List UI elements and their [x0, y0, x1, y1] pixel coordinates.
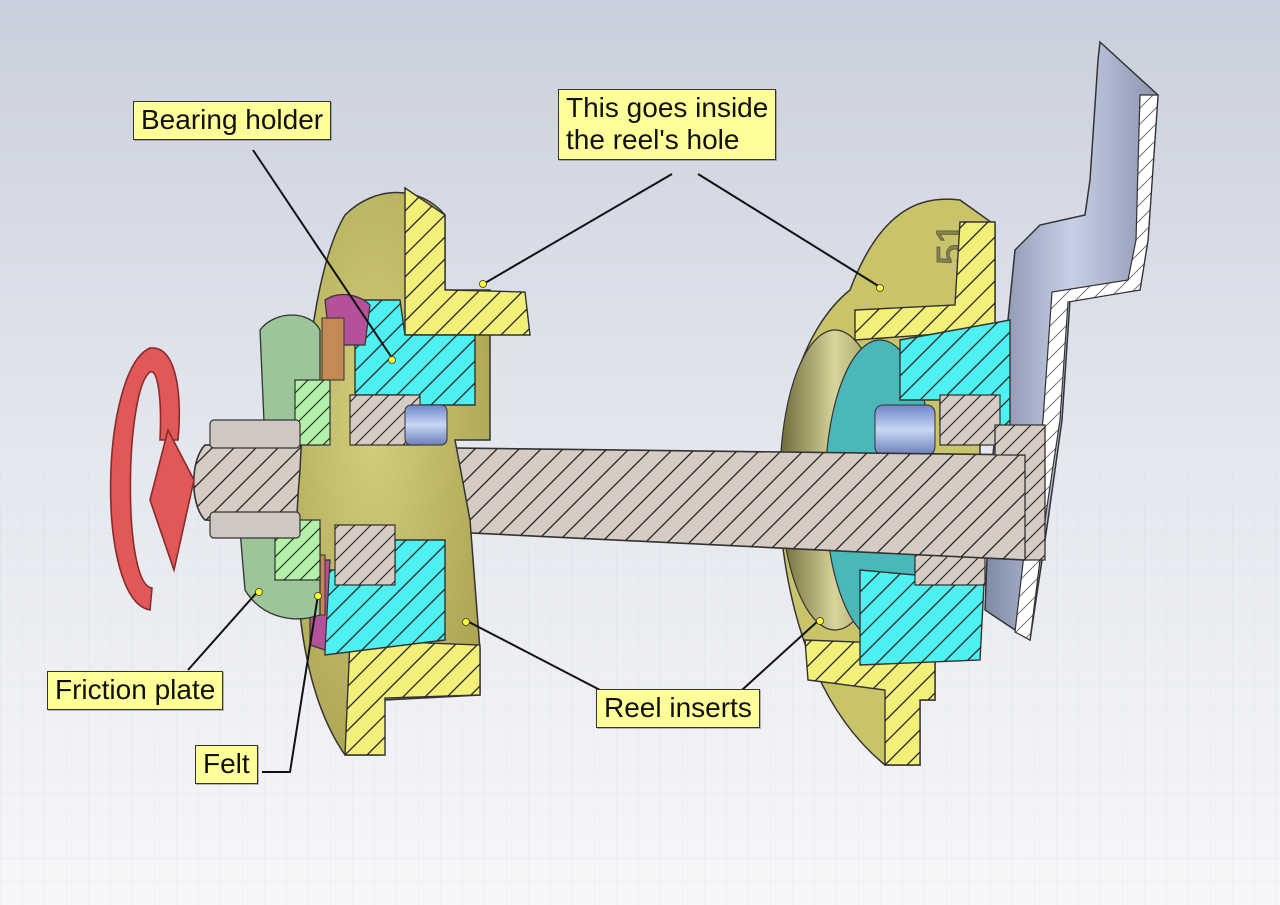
reel-insert-right-section	[804, 221, 996, 766]
callout-reel-inserts: Reel inserts	[596, 689, 760, 728]
leader-lines	[187, 149, 881, 773]
callout-friction-plate: Friction plate	[47, 671, 224, 710]
callout-goes-inside-reel-hole: This goes inside the reel's hole	[558, 89, 777, 160]
bearing-holder-left	[324, 299, 476, 656]
callout-bearing-holder: Bearing holder	[133, 101, 332, 140]
bearing-holder-right	[859, 319, 1011, 666]
rotation-arrow-icon	[109, 347, 195, 611]
callout-felt: Felt	[195, 745, 258, 784]
shaft-end-key	[209, 419, 301, 539]
leader-anchor-dots	[255, 280, 884, 626]
reel-insert-left-section	[344, 186, 531, 756]
